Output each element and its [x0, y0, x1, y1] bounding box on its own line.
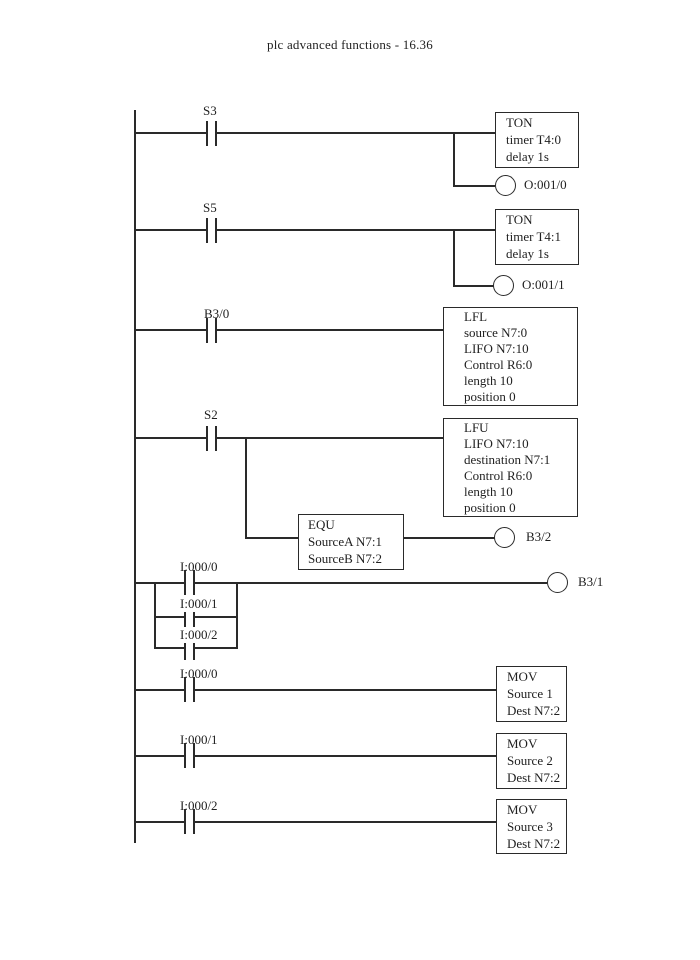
contact-s3-icon: [206, 121, 217, 146]
rung4-branch-wire-to-coil: [403, 537, 495, 539]
rung5-parallel-wire-right: [236, 582, 238, 649]
contact-i000-2-label: I:000/2: [180, 798, 218, 813]
box-line: Dest N7:2: [507, 703, 561, 718]
lfl-instruction-box: LFL source N7:0 LIFO N7:10 Control R6:0 …: [443, 307, 578, 406]
coil-b3-1-icon: [547, 572, 568, 593]
contact-s2-label: S2: [204, 407, 218, 422]
contact-s2-icon: [206, 426, 217, 451]
rung6-wire: [135, 689, 496, 691]
rung1-branch-wire-horizontal: [453, 185, 495, 187]
rung5-branch2-wire: [154, 647, 238, 649]
rung2-wire: [135, 229, 495, 231]
box-line: Source 3: [507, 819, 553, 834]
contact-i000-2-icon: [184, 809, 195, 834]
rung7-wire: [135, 755, 496, 757]
box-line: length 10: [464, 373, 513, 388]
contact-i000-0-label: I:000/0: [180, 666, 218, 681]
contact-i000-1-label: I:000/1: [180, 732, 218, 747]
box-line: MOV: [507, 802, 538, 817]
box-line: MOV: [507, 669, 538, 684]
rung3-wire: [135, 329, 443, 331]
coil-o001-0-icon: [495, 175, 516, 196]
rung5-wire: [135, 582, 547, 584]
ton-t4-1-instruction-box: TON timer T4:1 delay 1s: [495, 209, 579, 265]
box-line: destination N7:1: [464, 452, 551, 467]
coil-o001-1-label: O:001/1: [522, 277, 565, 292]
box-line: MOV: [507, 736, 538, 751]
box-line: timer T4:1: [506, 229, 562, 244]
box-line: source N7:0: [464, 325, 528, 340]
lfu-instruction-box: LFU LIFO N7:10 destination N7:1 Control …: [443, 418, 578, 517]
box-line: SourceB N7:2: [308, 551, 383, 566]
box-line: Control R6:0: [464, 357, 533, 372]
box-line: LFU: [464, 420, 489, 435]
rung4-branch-wire-to-equ: [245, 537, 298, 539]
box-line: TON: [506, 115, 533, 130]
box-line: SourceA N7:1: [308, 534, 383, 549]
rung8-wire: [135, 821, 496, 823]
mov-source2-instruction-box: MOV Source 2 Dest N7:2: [496, 733, 567, 789]
box-line: LFL: [464, 309, 488, 324]
coil-b3-2-label: B3/2: [526, 529, 552, 544]
contact-i000-1-icon: [184, 743, 195, 768]
box-line: LIFO N7:10: [464, 436, 529, 451]
box-line: delay 1s: [506, 246, 549, 261]
contact-s5-icon: [206, 218, 217, 243]
contact-i000-0-parallel-icon: [184, 570, 195, 595]
box-line: Source 1: [507, 686, 553, 701]
box-line: Source 2: [507, 753, 553, 768]
box-line: TON: [506, 212, 533, 227]
rung5-branch1-wire: [154, 616, 238, 618]
mov-source1-instruction-box: MOV Source 1 Dest N7:2: [496, 666, 567, 722]
coil-b3-2-icon: [494, 527, 515, 548]
rung2-branch-wire-vertical: [453, 229, 455, 287]
coil-o001-0-label: O:001/0: [524, 177, 567, 192]
contact-s5-label: S5: [203, 200, 217, 215]
box-line: LIFO N7:10: [464, 341, 529, 356]
box-line: position 0: [464, 500, 516, 515]
equ-instruction-box: EQU SourceA N7:1 SourceB N7:2: [298, 514, 404, 570]
contact-b3-0-icon: [206, 318, 217, 343]
box-line: timer T4:0: [506, 132, 562, 147]
contact-i000-0-parallel-label: I:000/0: [180, 559, 218, 574]
rung1-wire: [135, 132, 495, 134]
power-rail-left: [134, 110, 136, 843]
contact-i000-0-icon: [184, 677, 195, 702]
coil-b3-1-label: B3/1: [578, 574, 604, 589]
contact-i000-2-parallel-icon: [184, 635, 195, 660]
contact-i000-2-parallel-label: I:000/2: [180, 627, 218, 643]
rung5-parallel-wire-left: [154, 582, 156, 649]
rung2-branch-wire-horizontal: [453, 285, 494, 287]
box-line: EQU: [308, 517, 335, 532]
contact-s3-label: S3: [203, 103, 217, 118]
box-line: Control R6:0: [464, 468, 533, 483]
contact-i000-1-parallel-icon: [184, 604, 195, 629]
contact-i000-1-parallel-label: I:000/1: [180, 596, 218, 612]
ton-t4-0-instruction-box: TON timer T4:0 delay 1s: [495, 112, 579, 168]
page-header-title: plc advanced functions - 16.36: [267, 37, 433, 52]
box-line: position 0: [464, 389, 516, 404]
rung1-branch-wire-vertical: [453, 132, 455, 187]
box-line: Dest N7:2: [507, 836, 561, 851]
box-line: Dest N7:2: [507, 770, 561, 785]
rung4-branch-wire-vertical: [245, 437, 247, 538]
contact-b3-0-label: B3/0: [204, 306, 230, 321]
rung4-wire: [135, 437, 443, 439]
coil-o001-1-icon: [493, 275, 514, 296]
box-line: delay 1s: [506, 149, 549, 164]
box-line: length 10: [464, 484, 513, 499]
mov-source3-instruction-box: MOV Source 3 Dest N7:2: [496, 799, 567, 854]
